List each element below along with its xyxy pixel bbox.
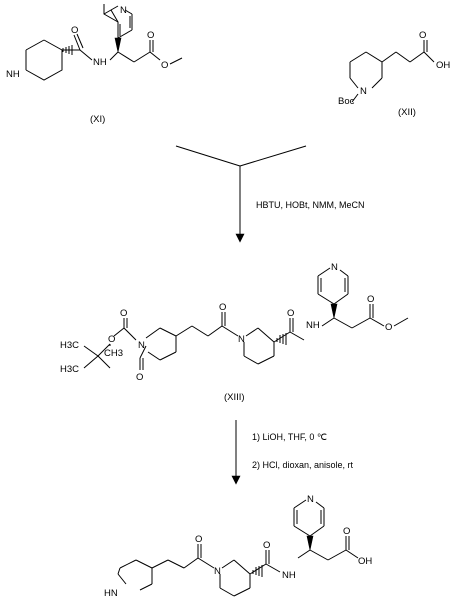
atom-hn: HN: [104, 588, 118, 599]
atom-o-carbonyl: O: [367, 294, 374, 305]
compound-product: HN O N O NH N O OH: [104, 494, 372, 599]
atom-boc: Boc: [338, 96, 355, 107]
label-xii: (XII): [398, 107, 416, 118]
atom-o-carbamate: O: [136, 372, 143, 383]
atom-o-boc: O: [120, 308, 127, 319]
atom-o-ester: O: [385, 322, 392, 333]
atom-nh-amide: NH: [93, 57, 107, 68]
atom-n-nipecotic: N: [214, 566, 221, 577]
atom-o-acid: O: [419, 30, 426, 41]
atom-o-acid: O: [343, 526, 350, 537]
atom-o-ether: O: [108, 334, 115, 345]
atom-o-ketone: O: [219, 302, 226, 313]
atom-n-pip: N: [138, 340, 145, 351]
converging-arrow: HBTU, HOBt, NMM, MeCN: [175, 145, 365, 243]
compound-xiii: H3C H3C CH3 O O N O O N O NH N O O (XIII…: [60, 262, 409, 403]
atom-o-amide: O: [263, 540, 270, 551]
atom-h3c-top: H3C: [60, 340, 79, 351]
atom-n-pyridine: N: [307, 494, 314, 505]
atom-n-ring: N: [360, 86, 367, 97]
atom-nh-ring: NH: [6, 69, 20, 80]
atom-n-pyridine: N: [120, 5, 127, 16]
atom-o-amide: O: [71, 25, 78, 36]
atom-o-ester: O: [161, 60, 168, 71]
compound-xi: NH O NH N O O (XI): [6, 4, 183, 125]
atom-ch3: CH3: [104, 348, 123, 359]
label-xi: (XI): [90, 114, 105, 125]
atom-h3c-bottom: H3C: [60, 364, 79, 375]
reaction-arrow-step2: 1) LiOH, THF, 0 ℃ 2) HCl, dioxan, anisol…: [231, 420, 354, 485]
atom-nh: NH: [282, 570, 296, 581]
atom-nh: NH: [306, 320, 320, 331]
compound-xii: O OH N Boc (XII): [338, 30, 450, 118]
atom-o-ketone: O: [195, 534, 202, 545]
conditions-step2-line1: 1) LiOH, THF, 0 ℃: [252, 432, 327, 442]
atom-n-nipecotic: N: [238, 334, 245, 345]
atom-o-carbonyl: O: [147, 30, 154, 41]
label-xiii: (XIII): [224, 392, 245, 403]
atom-o-amide: O: [287, 308, 294, 319]
conditions-step2-line2: 2) HCl, dioxan, anisole, rt: [252, 460, 354, 470]
conditions-step1: HBTU, HOBt, NMM, MeCN: [256, 200, 365, 210]
atom-oh: OH: [358, 556, 372, 567]
atom-oh: OH: [436, 60, 450, 71]
atom-n-pyridine: N: [331, 262, 338, 273]
